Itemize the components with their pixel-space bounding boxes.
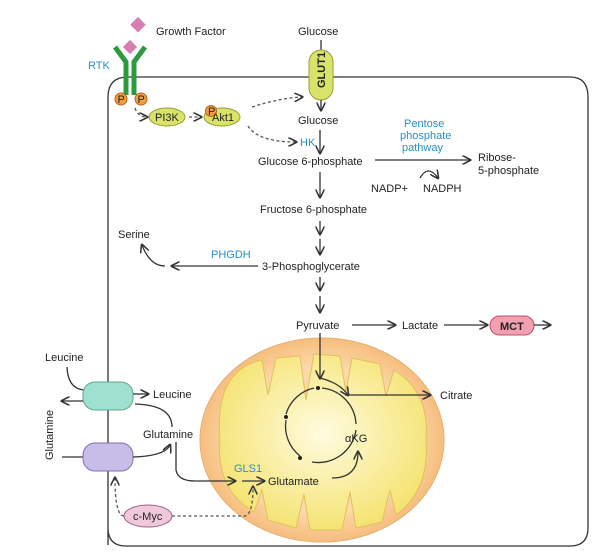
ppp-label: phosphate (400, 130, 451, 142)
akg-label: αKG (345, 433, 367, 445)
glutamate-label: Glutamate (268, 476, 319, 488)
glutamine-extracellular: Glutamine (44, 410, 56, 460)
leucine-extracellular: Leucine (45, 352, 84, 364)
phospho-label: P (208, 106, 215, 118)
mct-label: MCT (500, 321, 524, 333)
nadp-label: NADP+ (371, 183, 408, 195)
pi3k-node (148, 107, 186, 127)
r5p-label: Ribose- (478, 152, 516, 164)
tca-cycle (284, 386, 357, 464)
ppp-label: Pentose (404, 118, 444, 130)
glucose-extracellular: Glucose (298, 26, 338, 38)
cell-membrane (107, 76, 589, 547)
mitochondrion (199, 337, 445, 543)
pg3-label: 3-Phosphoglycerate (262, 261, 360, 273)
growth-factor-diamond (130, 16, 146, 33)
glucose-intracellular: Glucose (298, 115, 338, 127)
glut1-label: GLUT1 (316, 52, 328, 88)
g6p-label: Glucose 6-phosphate (258, 156, 363, 168)
phospho-label: P (118, 94, 125, 106)
f6p-label: Fructose 6-phosphate (260, 204, 367, 216)
ppp-label: pathway (402, 142, 443, 154)
phospho-label: P (138, 94, 145, 106)
cmyc-label: c-Myc (133, 511, 163, 523)
leucine-transporter (82, 381, 134, 411)
akt1-label: Akt1 (212, 112, 234, 124)
phgdh-label: PHGDH (211, 249, 251, 261)
glutamine-transporter (82, 442, 134, 472)
pi3k-label: PI3K (155, 112, 180, 124)
rtk-label: RTK (88, 60, 110, 72)
glutamine-intracellular: Glutamine (143, 429, 193, 441)
bound-growth-factor (122, 39, 138, 55)
growth-factor-label: Growth Factor (156, 26, 226, 38)
hk-label: HK (300, 137, 316, 149)
leucine-intracellular: Leucine (153, 389, 192, 401)
citrate-label: Citrate (440, 390, 472, 402)
rtk-receptor (112, 45, 148, 95)
nadph-label: NADPH (423, 183, 462, 195)
r5p-label: 5-phosphate (478, 165, 539, 177)
pyruvate-label: Pyruvate (296, 320, 339, 332)
gls1-label: GLS1 (234, 463, 262, 475)
lactate-label: Lactate (402, 320, 438, 332)
serine-label: Serine (118, 229, 150, 241)
